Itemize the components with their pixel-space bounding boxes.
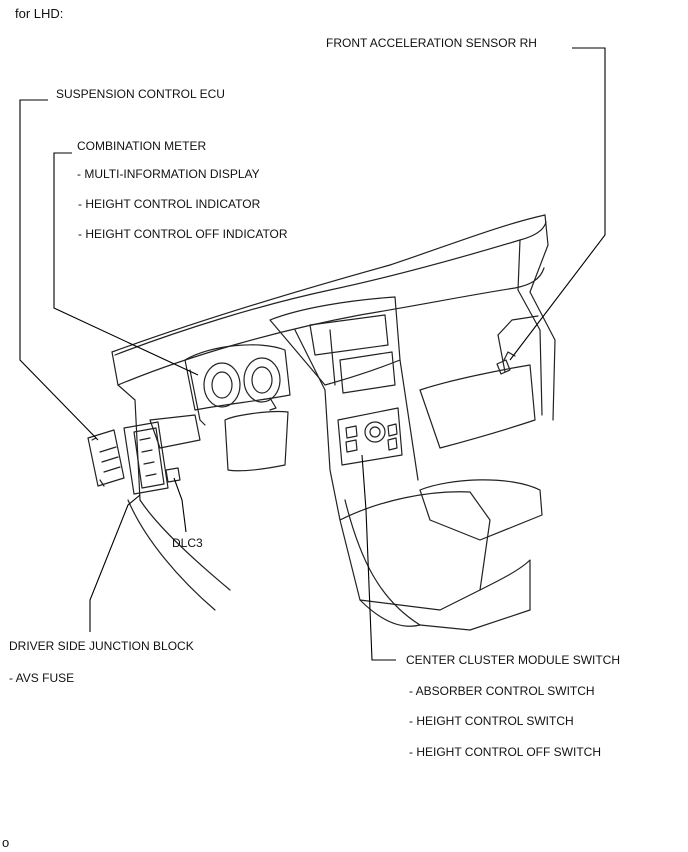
switch-panel <box>337 407 403 466</box>
dlc3-shape <box>165 467 181 483</box>
page-title: for LHD: <box>15 6 64 21</box>
label-combination-meter: COMBINATION METER <box>77 139 207 153</box>
leader-junction-block <box>89 494 141 632</box>
center-console <box>339 491 491 611</box>
glovebox <box>419 364 536 449</box>
leader-front-accel <box>509 47 606 361</box>
leader-center-cluster <box>361 454 396 661</box>
dash-lower-shroud <box>117 267 545 386</box>
label-height-control-switch: - HEIGHT CONTROL SWITCH <box>409 714 574 728</box>
leader-combination-meter <box>53 152 199 376</box>
label-front-acceleration-sensor: FRONT ACCELERATION SENSOR RH <box>326 36 537 50</box>
label-height-control-off-switch: - HEIGHT CONTROL OFF SWITCH <box>409 745 601 759</box>
junction-block-shape <box>123 421 169 495</box>
center-stack <box>269 296 401 386</box>
label-center-cluster-module-switch: CENTER CLUSTER MODULE SWITCH <box>406 653 621 667</box>
label-avs-fuse: - AVS FUSE <box>9 671 75 685</box>
dash-upper-shroud <box>114 221 547 356</box>
label-multi-information-display: - MULTI-INFORMATION DISPLAY <box>77 167 260 181</box>
label-driver-side-junction-block: DRIVER SIDE JUNCTION BLOCK <box>9 639 194 653</box>
label-dlc3: DLC3 <box>172 536 203 550</box>
dash-top-edge <box>111 214 546 353</box>
leader-dlc3 <box>173 477 187 533</box>
leader-suspension-ecu <box>19 99 99 441</box>
label-height-control-indicator: - HEIGHT CONTROL INDICATOR <box>78 197 261 211</box>
suspension-ecu-shape <box>87 429 125 487</box>
footer-code: o <box>2 835 10 850</box>
label-absorber-control-switch: - ABSORBER CONTROL SWITCH <box>409 684 595 698</box>
accel-sensor <box>496 359 511 375</box>
label-suspension-control-ecu: SUSPENSION CONTROL ECU <box>56 87 225 101</box>
label-height-control-off-indicator: - HEIGHT CONTROL OFF INDICATOR <box>78 227 288 241</box>
